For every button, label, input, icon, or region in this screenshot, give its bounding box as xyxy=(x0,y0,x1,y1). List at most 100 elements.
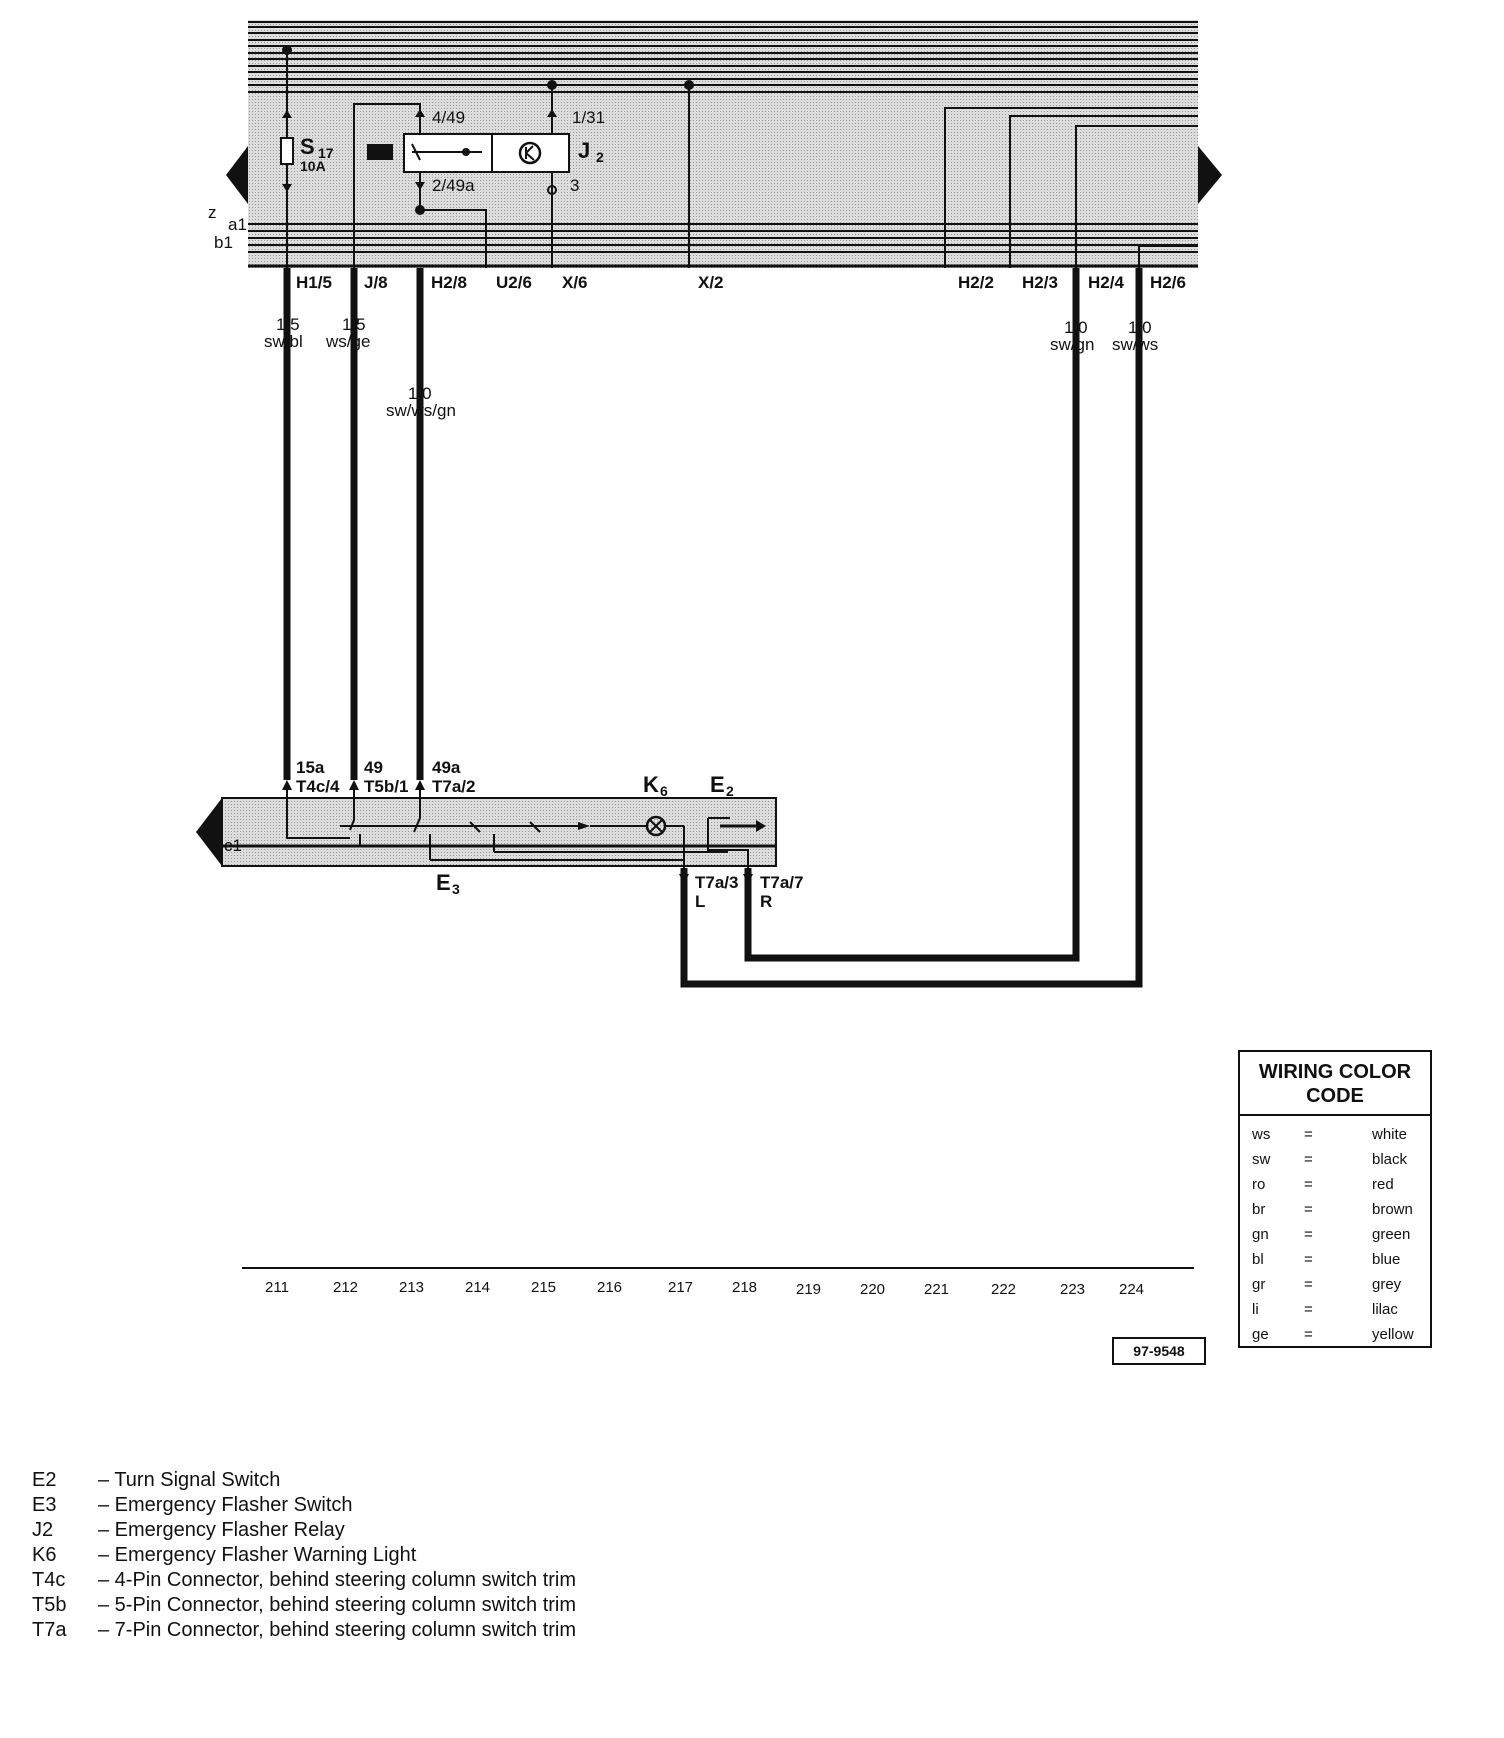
color-code-title: WIRING COLOR CODE xyxy=(1240,1052,1430,1116)
color-abbr: ws xyxy=(1252,1126,1271,1143)
track-216: 216 xyxy=(597,1279,622,1296)
color-name: lilac xyxy=(1372,1301,1398,1318)
pin-t5b-1: T5b/1 xyxy=(364,777,408,796)
flasher-switch-name: E xyxy=(436,870,451,895)
wire-4-color: sw/gn xyxy=(1050,335,1094,354)
legend-row: K6 – Emergency Flasher Warning Light xyxy=(32,1543,576,1568)
color-code-title-line1: WIRING COLOR xyxy=(1258,1061,1412,1083)
pin-49: 49 xyxy=(364,758,383,777)
switch-panel-arrow-left xyxy=(196,798,222,866)
warning-light-name: K xyxy=(643,772,659,797)
wire-5-size: 1,0 xyxy=(1128,318,1152,337)
wiring-color-code: WIRING COLOR CODE ws=white sw=black ro=r… xyxy=(1238,1050,1432,1348)
warning-light-subscript: 6 xyxy=(660,783,668,799)
pin-t7a-2: T7a/2 xyxy=(432,777,475,796)
wire-1-color: sw/bl xyxy=(264,332,303,351)
terminal-h2-4: H2/4 xyxy=(1088,273,1124,292)
relay-j2 xyxy=(353,80,570,268)
color-code-row: ro=red xyxy=(1252,1172,1414,1197)
terminal-h1-5: H1/5 xyxy=(296,273,332,292)
track-215: 215 xyxy=(531,1279,556,1296)
terminal-u2-6: U2/6 xyxy=(496,273,532,292)
switch-pin-arrows xyxy=(282,780,753,884)
pin-r: R xyxy=(760,892,772,911)
color-code-row: gr=grey xyxy=(1252,1272,1414,1297)
wire-1-size: 1,5 xyxy=(276,315,300,334)
color-eq: = xyxy=(1304,1276,1313,1293)
color-name: black xyxy=(1372,1151,1408,1168)
pin-t7a-7: T7a/7 xyxy=(760,873,803,892)
track-222: 222 xyxy=(991,1281,1016,1298)
continuation-arrow-left xyxy=(226,146,248,204)
color-eq: = xyxy=(1304,1126,1313,1143)
color-code-title-line2: CODE xyxy=(1306,1085,1364,1107)
legend-row: T7a – 7-Pin Connector, behind steering co… xyxy=(32,1618,576,1643)
terminal-h2-6: H2/6 xyxy=(1150,273,1186,292)
track-220: 220 xyxy=(860,1281,885,1298)
color-name: white xyxy=(1372,1126,1408,1143)
legend-code: K6 xyxy=(32,1544,57,1566)
document-id: 97-9548 xyxy=(1112,1337,1206,1365)
color-name: blue xyxy=(1372,1251,1401,1268)
rail-label-b1: b1 xyxy=(214,233,233,252)
rail-label-c1: c1 xyxy=(224,836,242,855)
terminal-x-6: X/6 xyxy=(562,273,588,292)
legend-code: J2 xyxy=(32,1519,54,1541)
color-eq: = xyxy=(1304,1226,1313,1243)
color-abbr: br xyxy=(1252,1201,1266,1218)
legend-row: E3– Emergency Flasher Switch xyxy=(32,1493,576,1518)
continuation-arrow-right xyxy=(1198,146,1222,204)
track-224: 224 xyxy=(1119,1281,1144,1298)
track-211: 211 xyxy=(265,1279,289,1296)
color-eq: = xyxy=(1304,1301,1313,1318)
rail-label-z: z xyxy=(208,203,217,222)
color-name: red xyxy=(1372,1176,1394,1193)
legend-desc: – 5-Pin Connector, behind steering colum… xyxy=(98,1594,577,1616)
color-eq: = xyxy=(1304,1151,1313,1168)
color-name: brown xyxy=(1372,1201,1413,1218)
relay-pin-3: 3 xyxy=(570,176,579,195)
relay-subscript: 2 xyxy=(596,149,604,165)
legend-row: E2– Turn Signal Switch xyxy=(32,1468,576,1493)
switch-panel xyxy=(196,790,777,872)
panel-traces xyxy=(684,80,1198,268)
color-eq: = xyxy=(1304,1326,1313,1343)
terminal-j-8: J/8 xyxy=(364,273,388,292)
color-name: green xyxy=(1372,1226,1411,1243)
wire-3-color: sw/ws/gn xyxy=(386,401,456,420)
color-abbr: gr xyxy=(1252,1276,1266,1293)
legend-desc: – Emergency Flasher Warning Light xyxy=(98,1544,417,1566)
color-eq: = xyxy=(1304,1176,1313,1193)
track-219: 219 xyxy=(796,1281,821,1298)
legend-desc: – Turn Signal Switch xyxy=(98,1469,281,1491)
legend-code: T4c xyxy=(32,1569,66,1591)
wire-2-color: ws/ge xyxy=(325,332,370,351)
turn-signal-switch-subscript: 2 xyxy=(726,783,734,799)
terminal-h2-8: H2/8 xyxy=(431,273,467,292)
track-213: 213 xyxy=(399,1279,424,1296)
color-code-row: gn=green xyxy=(1252,1222,1414,1247)
relay-pin-49a: 2/49a xyxy=(432,176,475,195)
legend-desc: – 4-Pin Connector, behind steering colum… xyxy=(98,1569,577,1591)
color-code-row: br = brown xyxy=(1252,1197,1414,1222)
turn-signal-switch-name: E xyxy=(710,772,725,797)
color-code-row: li=lilac xyxy=(1252,1297,1414,1322)
color-eq: = xyxy=(1304,1201,1313,1218)
color-name: yellow xyxy=(1372,1326,1414,1343)
central-panel xyxy=(226,20,1222,268)
legend-desc: – 7-Pin Connector, behind steering colum… xyxy=(98,1619,577,1641)
color-code-row: bl=blue xyxy=(1252,1247,1414,1272)
legend-code: T7a xyxy=(32,1619,67,1641)
pin-t4c-4: T4c/4 xyxy=(296,777,340,796)
fuse-s17 xyxy=(280,45,294,268)
legend-desc: – Emergency Flasher Relay xyxy=(98,1519,345,1541)
track-212: 212 xyxy=(333,1279,358,1296)
wire-4-size: 1,0 xyxy=(1064,318,1088,337)
wire-5-color: sw/ws xyxy=(1112,335,1158,354)
pin-49a: 49a xyxy=(432,758,461,777)
color-eq: = xyxy=(1304,1251,1313,1268)
component-legend: E2– Turn Signal Switch E3– Emergency Fla… xyxy=(32,1468,576,1643)
track-217: 217 xyxy=(668,1279,693,1296)
color-abbr: ge xyxy=(1252,1326,1269,1343)
color-code-table: ws=white sw=black ro=red br=brown gn=gre… xyxy=(1252,1122,1414,1347)
